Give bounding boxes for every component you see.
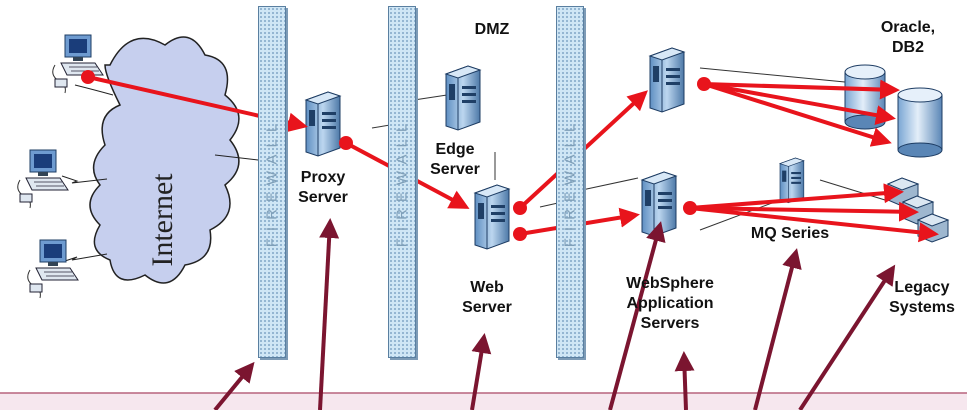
client-computer-icon-3: [27, 239, 79, 299]
client-computer-icon-2: [17, 149, 69, 209]
flow-app1-to-db-1: [703, 79, 900, 100]
flow-dot-app2: [683, 201, 697, 215]
flow-app2-to-legacy-2: [689, 201, 919, 222]
flow-dot-proxy: [339, 136, 353, 150]
dmz-label: DMZ: [474, 21, 510, 38]
edge-server-label: Edge Server: [430, 141, 480, 178]
edge-server-icon: [445, 65, 481, 131]
pointer-legacy: [798, 264, 896, 410]
database-icon-1: [844, 64, 886, 130]
database-icon-2: [897, 87, 943, 158]
internet-cloud-icon: [89, 36, 240, 284]
mq-series-label: MQ Series: [750, 225, 830, 242]
pointer-app-server: [608, 221, 666, 410]
client-link-1: [74, 84, 114, 96]
internet-label: Internet: [146, 173, 179, 267]
firewall-3-label: FIREWALL: [561, 116, 579, 248]
pointer-websphere-label: [674, 351, 695, 410]
proxy-server-label: Proxy Server: [298, 169, 348, 206]
pointer-web: [470, 333, 492, 410]
internet-label-wrap: Internet: [128, 120, 198, 320]
mq-series-server-icon: [779, 157, 805, 204]
flow-app2-to-legacy-1: [689, 183, 904, 210]
flow-dot-app1: [697, 77, 711, 91]
firewall-1: FIREWALL: [258, 6, 286, 358]
firewall-3: FIREWALL: [556, 6, 584, 358]
mq-legacy-link: [819, 179, 886, 201]
flow-app1-to-db-2: [703, 82, 896, 125]
web-fw3-link: [539, 202, 559, 208]
client-computer-icon-1: [52, 34, 104, 94]
pointer-arrows: [213, 218, 896, 410]
firewall-2: FIREWALL: [388, 6, 416, 358]
pointer-proxy: [318, 218, 340, 410]
fw3-was-link: [581, 177, 639, 191]
legacy-systems-label: Legacy Systems: [889, 279, 955, 316]
firewall-1-label: FIREWALL: [263, 116, 281, 248]
flow-origin-dots: [81, 70, 711, 241]
flow-app2-to-legacy-3: [689, 206, 939, 243]
flow-dot-client: [81, 70, 95, 84]
was-db-link: [699, 67, 846, 83]
firewall-2-label: FIREWALL: [393, 116, 411, 248]
pointer-mq: [753, 248, 802, 410]
proxy-fw2-link: [371, 124, 391, 129]
client-link-2: [61, 175, 108, 184]
web-server-label: Web Server: [462, 279, 512, 316]
flow-dot-web-2: [513, 227, 527, 241]
flow-dot-web-1: [513, 201, 527, 215]
client-link-3: [61, 253, 108, 263]
bottom-band: [0, 393, 967, 410]
oracle-db2-label: Oracle, DB2: [880, 19, 936, 56]
app-server-icon-1: [649, 47, 685, 113]
websphere-label: WebSphere Application Servers: [626, 275, 714, 332]
legacy-system-icon-3: [917, 213, 949, 243]
fw2-edge-link: [413, 94, 448, 101]
pointer-firewall: [213, 361, 255, 410]
web-server-icon: [474, 184, 510, 250]
proxy-server-icon: [305, 91, 341, 157]
cloud-firewall-link: [214, 154, 259, 161]
flow-app1-to-db-3: [703, 82, 892, 147]
